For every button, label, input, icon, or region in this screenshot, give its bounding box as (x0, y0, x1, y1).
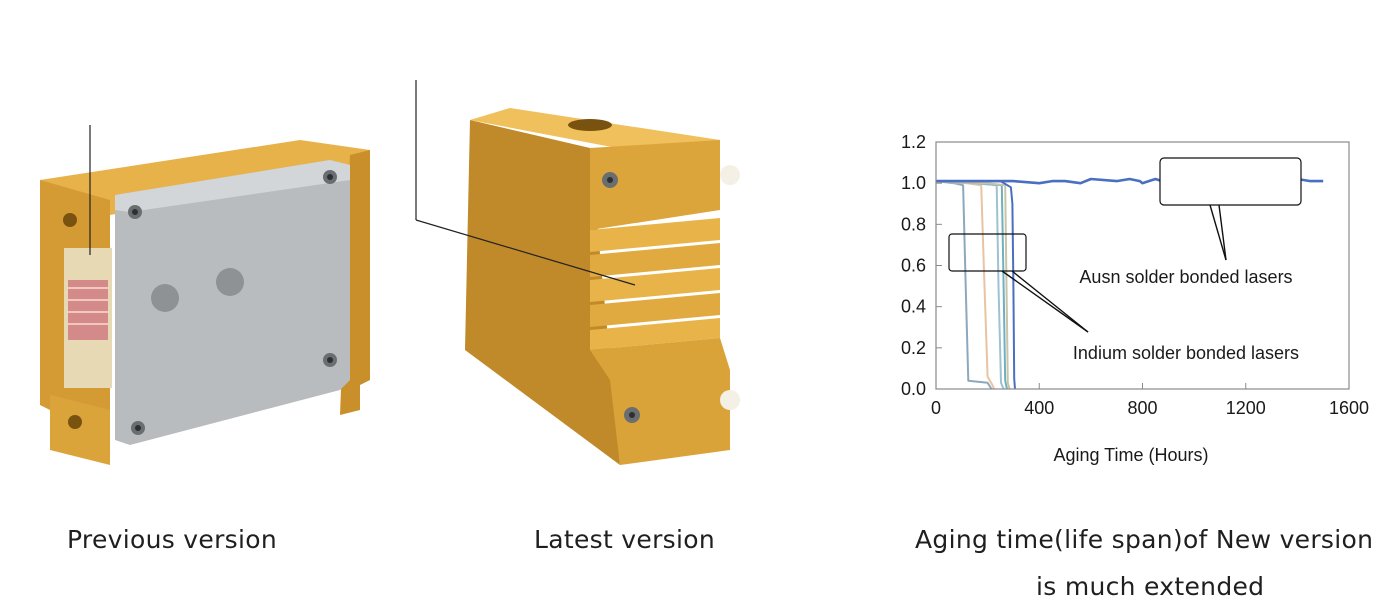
x-tick-label: 0 (931, 398, 941, 418)
previous-module-illustration (40, 125, 370, 465)
caption-aging-line1: Aging time(life span)of New version (915, 525, 1374, 554)
indium-annotation: Indium solder bonded lasers (1073, 343, 1299, 363)
series-line-1 (935, 180, 993, 390)
series-line-3 (935, 180, 1005, 390)
aging-chart-svg: 0 400 800 1200 1600 0.0 0.2 0.4 0.6 0.8 1.0 1.2 Ag… (901, 132, 1369, 465)
y-tick-label: 0.6 (901, 256, 926, 276)
ausn-annotation: Ausn solder bonded lasers (1079, 267, 1292, 287)
ausn-callout-box (1159, 157, 1302, 206)
x-tick-label: 800 (1127, 398, 1157, 418)
x-tick-label: 1200 (1226, 398, 1266, 418)
caption-previous-version: Previous version (67, 525, 277, 554)
latest-module-illustration (415, 80, 740, 465)
heat-sink-fins (590, 218, 720, 350)
caption-latest-version: Latest version (534, 525, 715, 554)
x-tick-label: 400 (1024, 398, 1054, 418)
y-tick-label: 0.2 (901, 338, 926, 358)
indium-callout-box (948, 233, 1027, 272)
caption-aging-line2: is much extended (1036, 572, 1265, 601)
series-line-5 (935, 180, 1011, 390)
y-tick-label: 1.2 (901, 132, 926, 152)
y-tick-label: 0.0 (901, 379, 926, 399)
x-axis-label: Aging Time (Hours) (1053, 445, 1208, 465)
latest-version-module (410, 80, 750, 470)
y-tick-label: 0.4 (901, 297, 926, 317)
y-tick-label: 0.8 (901, 214, 926, 234)
aging-chart: 0 400 800 1200 1600 0.0 0.2 0.4 0.6 0.8 1.0 1.2 Ag… (890, 125, 1370, 475)
y-tick-label: 1.0 (901, 173, 926, 193)
previous-version-module (30, 120, 380, 470)
x-tick-label: 1600 (1329, 398, 1369, 418)
